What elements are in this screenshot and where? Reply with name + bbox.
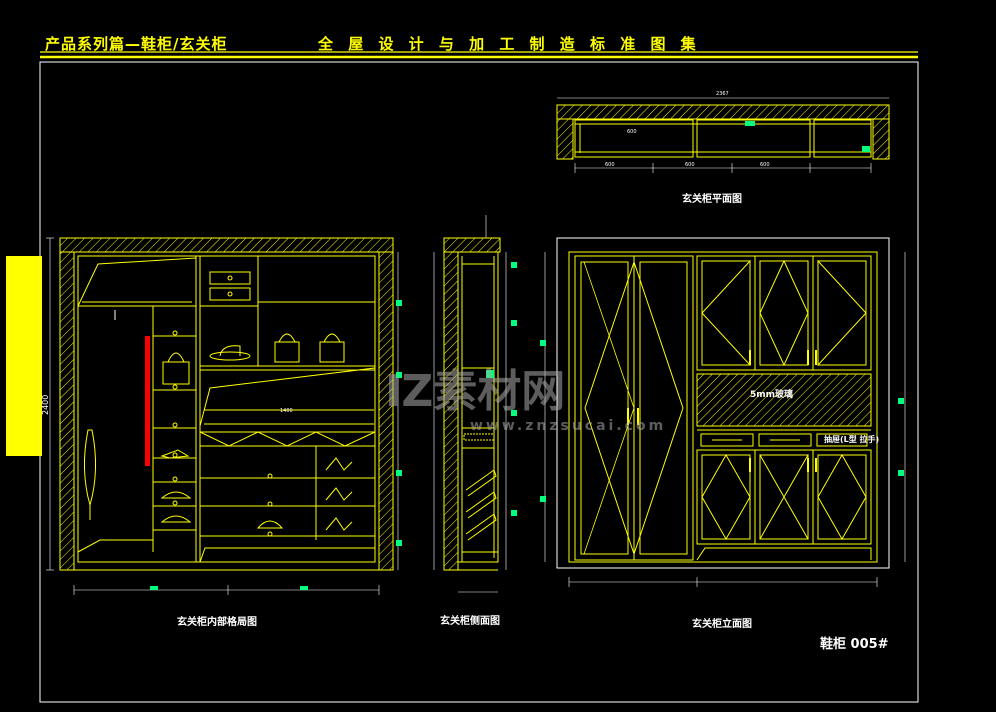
shoe-icon (256, 520, 284, 529)
interior-height-dim: 2400 (41, 395, 50, 415)
glass-label: 5mm玻璃 (750, 388, 793, 400)
handbag-icon (319, 333, 345, 363)
hanging-rod (145, 336, 150, 466)
interior-view (59, 237, 394, 571)
section-view (443, 215, 501, 571)
hat-icon (209, 345, 251, 361)
interior-width-dim: 1400 (280, 408, 293, 414)
plan-dim-b: 600 (605, 162, 615, 168)
shoe-icon (160, 449, 190, 459)
handbag-icon (162, 352, 190, 385)
interior-caption: 玄关柜内部格局图 (177, 617, 257, 628)
plan-dim-total: 2367 (716, 91, 729, 97)
plan-dim-c: 600 (685, 162, 695, 168)
elevation-caption: 玄关柜立面图 (692, 619, 752, 630)
umbrella-icon (83, 429, 97, 520)
shoe-icon (325, 457, 353, 531)
handbag-icon (274, 333, 300, 363)
drawing-code: 鞋柜 005# (820, 637, 889, 652)
left-title: 产品系列篇—鞋柜/玄关柜 (45, 35, 228, 53)
watermark-url: www.znzsucai.com (470, 418, 667, 434)
plan-caption: 玄关柜平面图 (682, 194, 742, 205)
center-title: 全 屋 设 计 与 加 工 制 造 标 准 图 集 (318, 35, 701, 53)
drawer-label: 抽屉(L型 拉手) (824, 434, 879, 444)
plan-dim-d: 600 (760, 162, 770, 168)
section-caption: 玄关柜侧面图 (440, 616, 500, 627)
watermark-logo: IZ素材网 (385, 366, 566, 417)
plan-dim-a: 600 (627, 129, 637, 135)
shoe-icon (160, 491, 192, 523)
elevation-view (556, 237, 890, 569)
side-accent-bar (6, 256, 42, 456)
plan-view (556, 97, 890, 173)
